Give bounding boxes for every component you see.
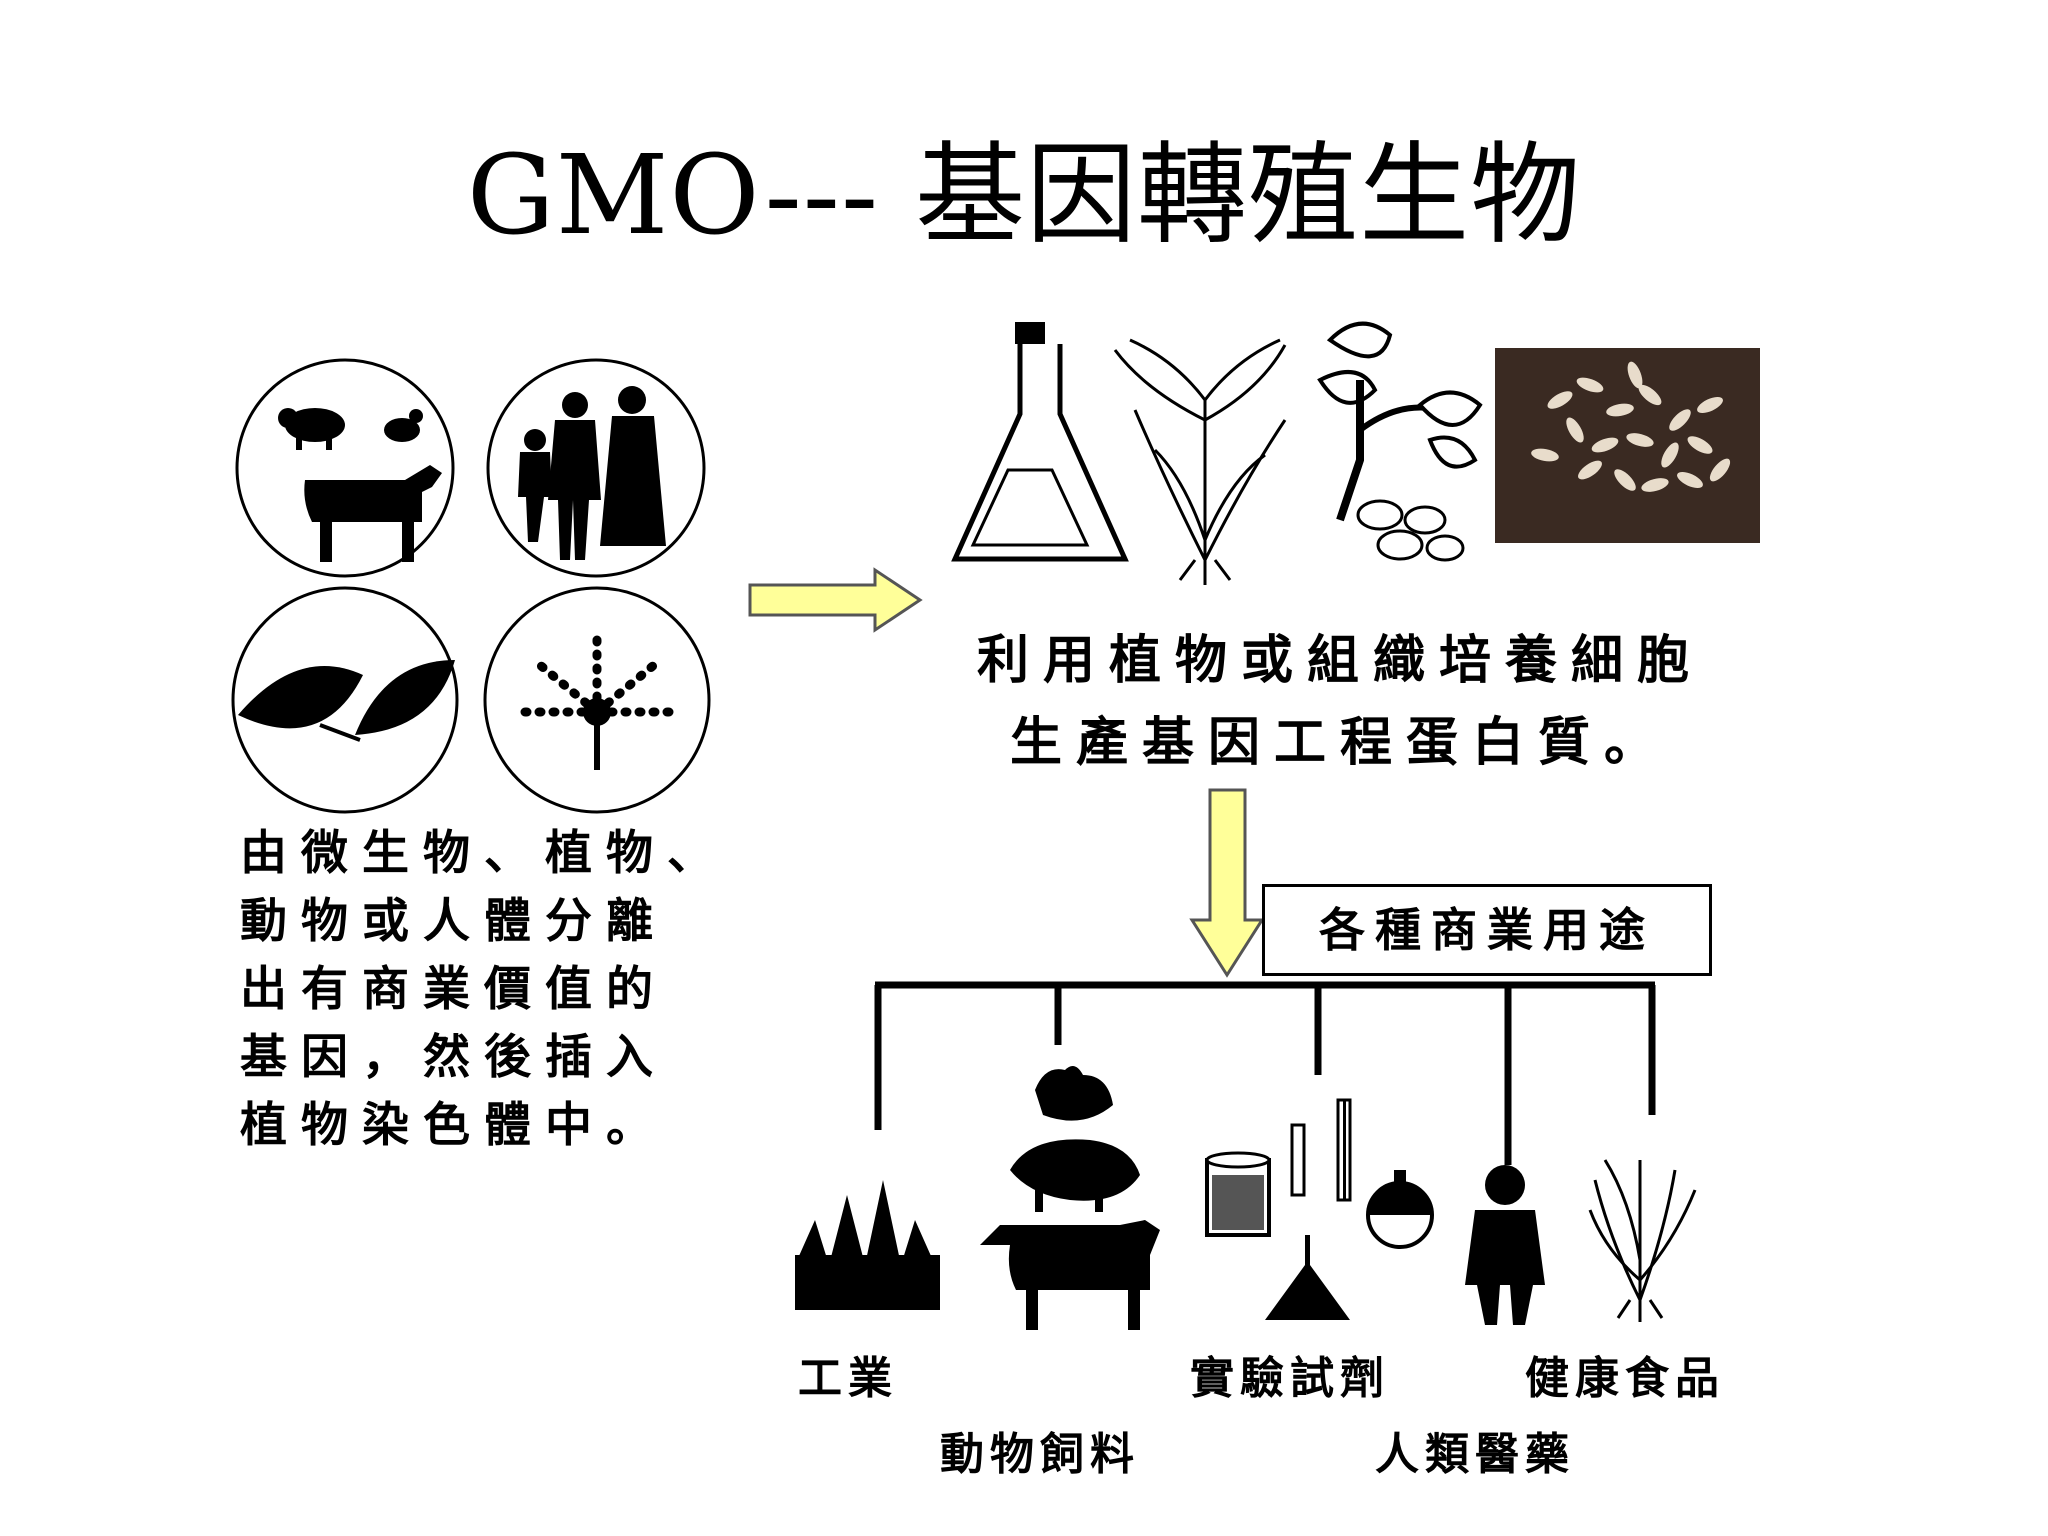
person-icon [1465,1165,1545,1325]
down-arrow [1189,788,1265,978]
people-circle-icon [486,358,706,578]
potato-plant-icon [1317,321,1483,562]
page-title: GMO--- 基因轉殖生物 [466,131,1582,259]
use-label-human-medicine: 人類醫藥 [1375,1429,1575,1480]
distribution-tree [874,981,1656,1165]
use-label-health-food: 健康食品 [1525,1353,1725,1404]
commercial-uses-box: 各種商業用途 [1262,884,1712,976]
right-arrow [748,567,923,633]
chicken-pig-cow-icon [980,1066,1160,1330]
rice-plant-icon [1113,338,1287,585]
flask-icon [951,322,1129,562]
use-label-animal-feed: 動物飼料 [940,1429,1140,1480]
rice-grains-photo [1495,348,1760,543]
leaves-circle-icon [231,586,459,814]
use-label-industry: 工業 [798,1353,898,1404]
microbe-circle-icon [483,586,711,814]
lab-glassware-icon [1205,1098,1434,1320]
livestock-circle-icon [235,358,455,578]
use-label-lab-reagents: 實驗試劑 [1190,1353,1390,1404]
production-description: 利用植物或組織培養細胞 生產基因工程蛋白質。 [976,631,1703,773]
seedling-icon [1588,1159,1697,1322]
factory-icon [795,1180,940,1310]
source-description: 由微生物、植物、 動物或人體分離 出有商業價值的 基因，然後插入 植物染色體中。 [240,826,728,1153]
